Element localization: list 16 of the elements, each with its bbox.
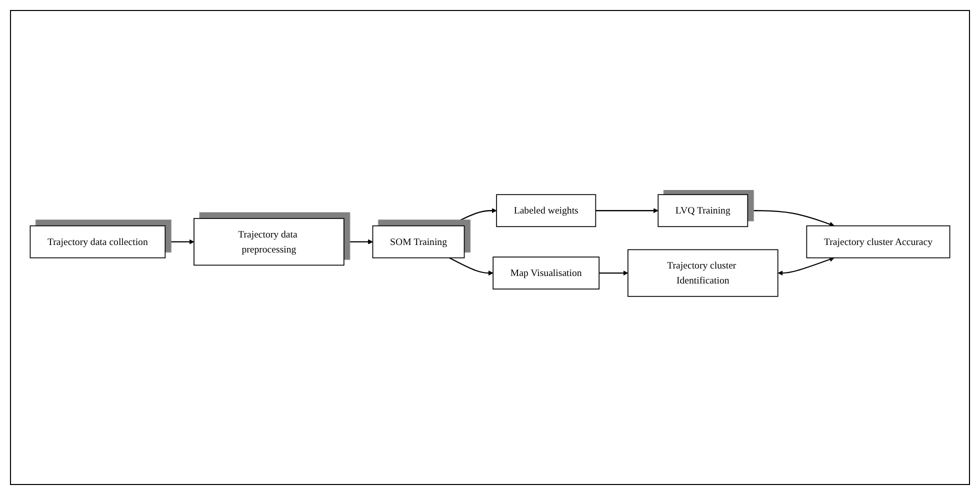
arrow <box>596 208 658 213</box>
arrow <box>449 208 497 226</box>
node-box: Labeled weights <box>496 194 596 227</box>
node-box: Trajectory data collection <box>30 224 166 258</box>
arrow <box>748 210 834 226</box>
node-box: SOM Training <box>372 224 465 258</box>
arrow <box>344 238 373 244</box>
arrow <box>165 238 194 244</box>
node-box: Trajectory cluster Identification <box>628 248 778 296</box>
node-box: LVQ Training <box>658 194 748 227</box>
arrow <box>778 256 834 276</box>
node-box: Trajectory data preprocessing <box>194 218 344 266</box>
node-box: Trajectory cluster Accuracy <box>806 224 950 258</box>
arrow <box>449 256 494 276</box>
arrow <box>599 270 628 276</box>
node-box: Map Visualisation <box>492 256 600 289</box>
